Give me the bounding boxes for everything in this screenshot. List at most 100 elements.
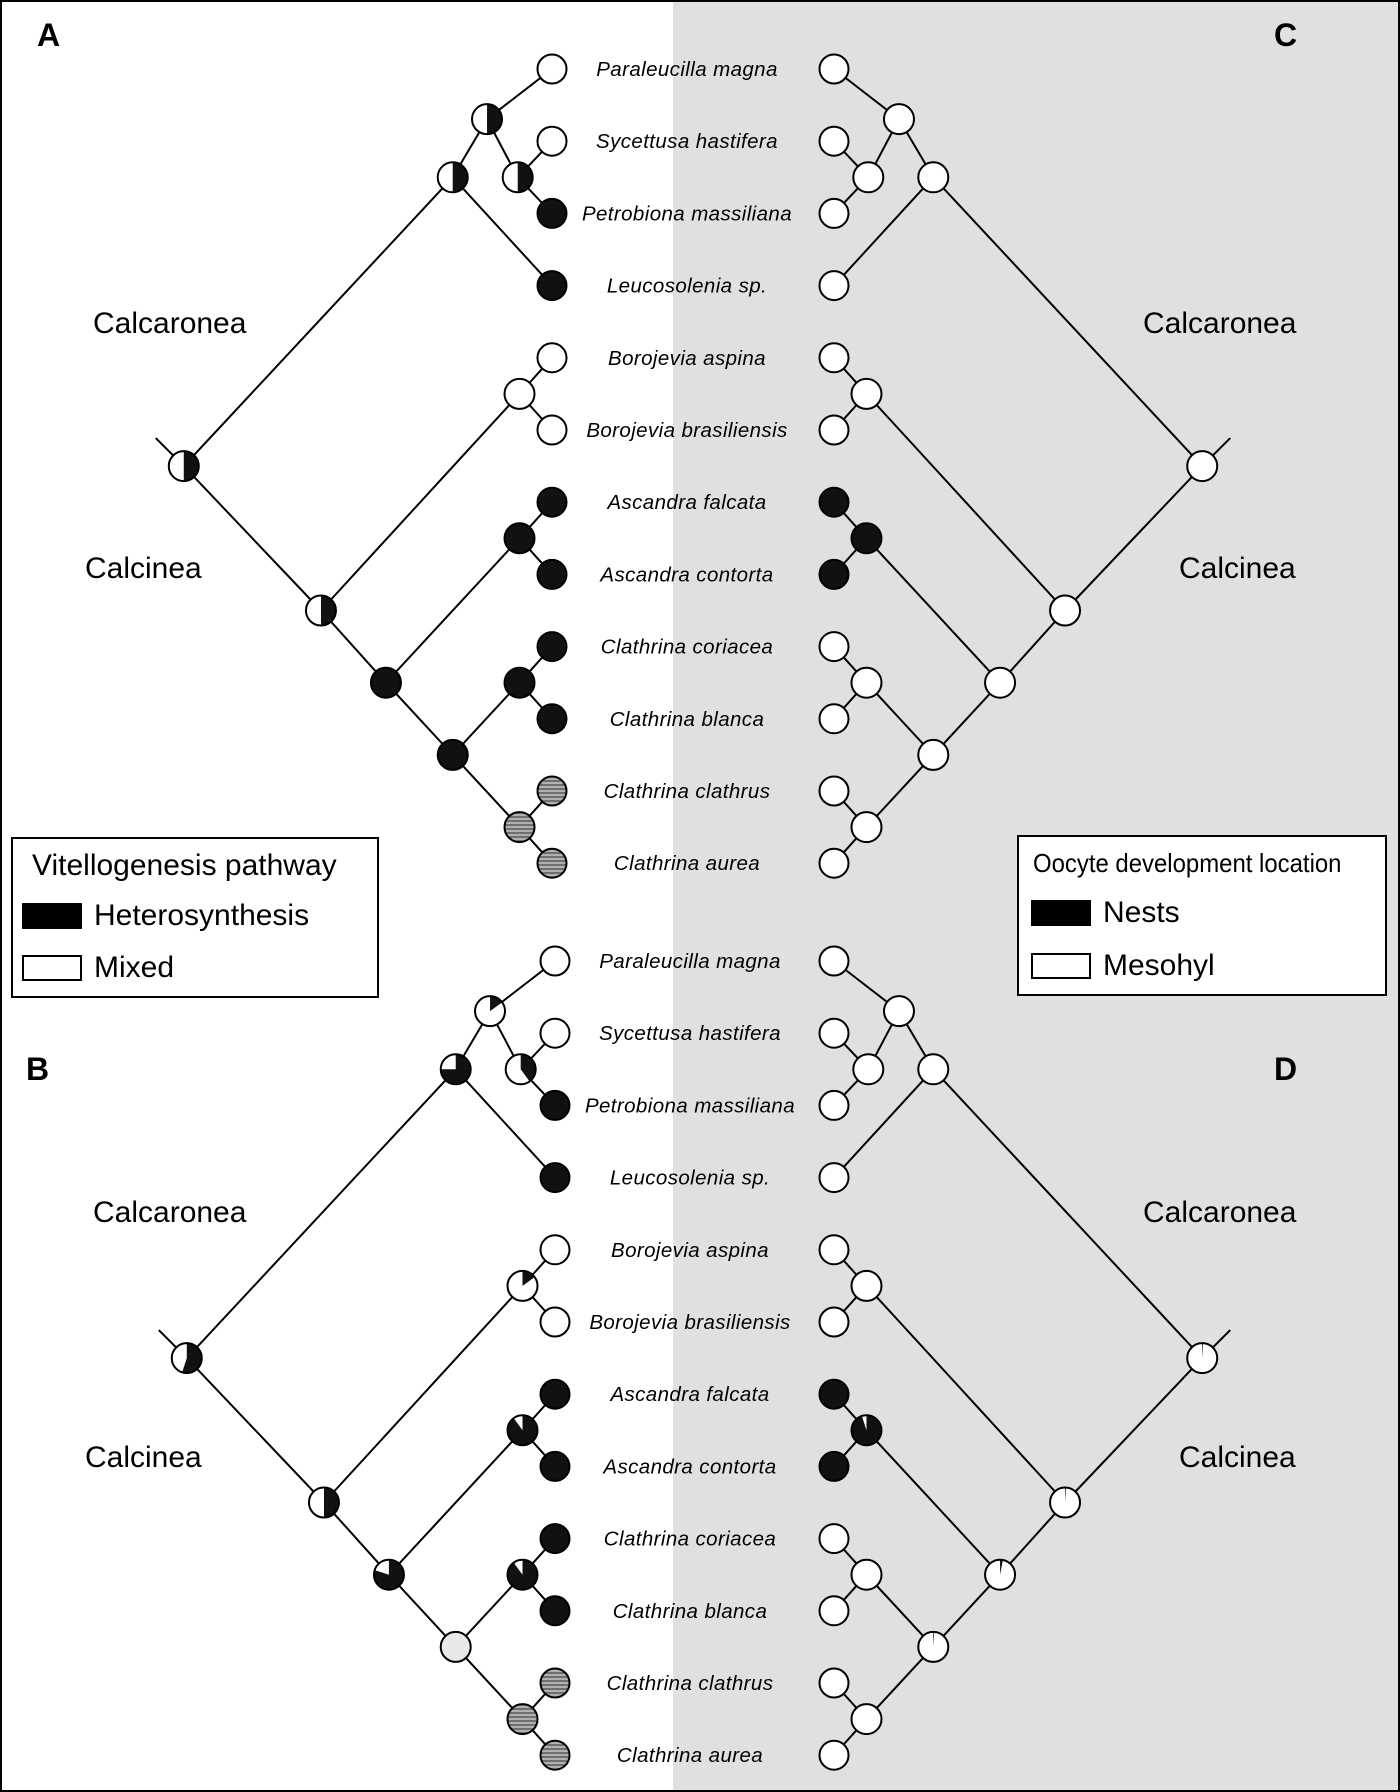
calcinea-node [1049,594,1082,627]
branch [454,1068,556,1179]
tip-node [536,847,568,879]
branch [999,609,1066,684]
internal-node [506,1558,539,1591]
internal-node [369,666,402,699]
branch [865,1574,935,1648]
branch [323,1285,524,1504]
tip-node [539,1523,571,1555]
internal-node [436,738,469,771]
tip-node [818,1234,850,1266]
legend-label: Mesohyl [1103,949,1215,982]
tip-node [818,703,850,735]
species-label: Borojevia aspina [608,347,766,370]
tip-node [818,53,850,85]
species-label: Paraleucilla magna [599,950,781,973]
clade-label-calcinea: Calcinea [85,1441,202,1474]
tip-node [818,197,850,229]
internal-node [503,666,536,699]
branch [385,682,454,756]
tip-node [539,1739,571,1771]
species-label: Borojevia brasiliensis [586,419,787,442]
tip-node [818,631,850,663]
branch [451,682,521,756]
tip-node [536,486,568,518]
tip-node [818,342,850,374]
internal-node [852,161,885,194]
clade-label-calcaronea: Calcaronea [93,307,247,340]
branch [865,537,1001,684]
panel-label-c: C [1274,17,1297,53]
tip-node [818,775,850,807]
clade-label-calcaronea: Calcaronea [1143,307,1297,340]
branch [183,465,322,612]
clade-label-calcinea: Calcinea [1179,552,1296,585]
tip-node [818,414,850,446]
internal-node [503,811,536,844]
legend-label: Mixed [94,951,175,984]
species-label: Sycettusa hastifera [599,1022,781,1045]
branch [865,682,935,756]
internal-node [850,1703,883,1736]
branch [932,1068,1203,1359]
species-label: Clathrina coriacea [601,636,773,659]
tip-node [818,1523,850,1555]
tip-node [539,1162,571,1194]
internal-node [917,1630,950,1663]
internal-node [501,161,534,194]
calcinea-node [307,1486,340,1519]
tip-node [539,1595,571,1627]
species-label: Clathrina blanca [610,708,765,731]
root-node [167,450,200,483]
internal-node [372,1558,405,1591]
internal-node [850,811,883,844]
root-node [1186,1342,1219,1375]
legend-item-mesohyl: Mesohyl [1031,949,1215,983]
internal-node [503,377,536,410]
internal-node [850,1414,883,1447]
panel-label-b: B [26,1051,49,1087]
tip-node [818,1667,850,1699]
panel-label-d: D [1274,1051,1297,1087]
branch [454,1574,524,1648]
species-label: Clathrina aurea [614,852,760,875]
clade-label-calcinea: Calcinea [1179,1441,1296,1474]
species-label: Borojevia aspina [611,1239,769,1262]
tip-node [818,1739,850,1771]
tip-node [539,1378,571,1410]
species-label: Clathrina blanca [613,1600,768,1623]
species-label: Borojevia brasiliensis [589,1311,790,1334]
calcaronea-node [917,161,950,194]
tip-node [536,342,568,374]
tip-node [818,125,850,157]
internal-node [471,103,504,136]
internal-node [984,666,1017,699]
calcaronea-node [917,1053,950,1086]
oocyte-location-legend: Oocyte development location Nests Mesohy… [1017,835,1387,996]
black-swatch [22,903,82,929]
legend-label: Nests [1103,896,1180,929]
species-label: Ascandra falcata [608,1383,769,1406]
clade-label-calcinea: Calcinea [85,552,202,585]
species-label: Sycettusa hastifera [596,130,778,153]
white-swatch [22,955,82,981]
vitellogenesis-legend: Vitellogenesis pathway Heterosynthesis M… [11,837,379,998]
internal-node [882,995,915,1028]
tip-node [818,1306,850,1338]
species-label: Petrobiona massiliana [585,1094,795,1117]
internal-node [850,522,883,555]
branch [865,1646,935,1720]
calcinea-node [304,594,337,627]
species-label: Clathrina clathrus [604,780,771,803]
branch [320,393,521,612]
tip-node [536,53,568,85]
tip-node [818,270,850,302]
branch [833,176,935,287]
branch [454,1646,524,1720]
tip-node [539,1089,571,1121]
tip-node [536,703,568,735]
internal-node [882,103,915,136]
tip-node [536,775,568,807]
branch [932,176,1203,467]
